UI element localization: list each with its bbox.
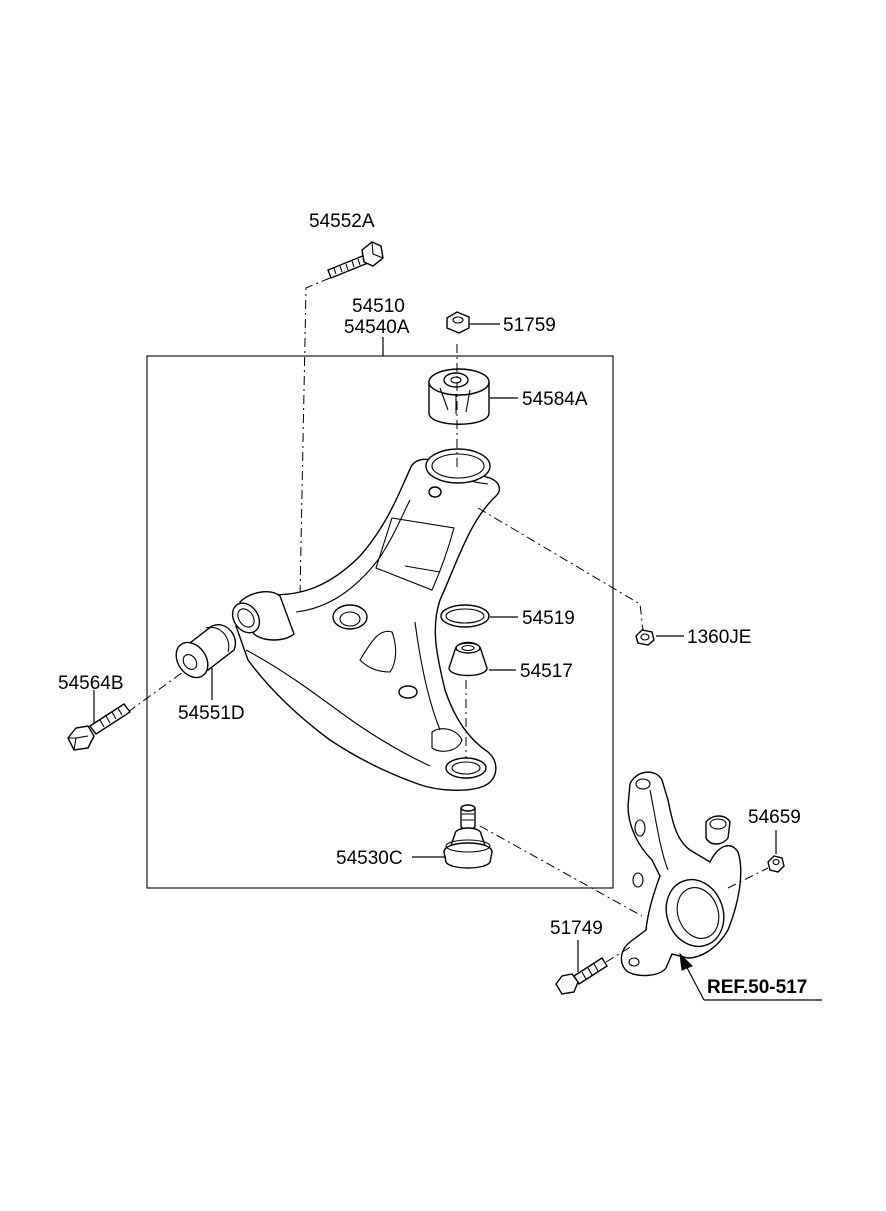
- label-51749: 51749: [550, 918, 603, 939]
- bushing-54584A: [428, 368, 490, 425]
- centerline-51749: [605, 945, 633, 963]
- nut-1360JE: [635, 629, 655, 646]
- label-ref-50-517: REF.50-517: [707, 977, 807, 998]
- label-54551D: 54551D: [178, 703, 245, 724]
- ring-54519: [440, 604, 490, 628]
- centerline-knuckle-joint: [479, 825, 643, 917]
- label-54584A: 54584A: [522, 389, 588, 410]
- label-54564B: 54564B: [58, 673, 124, 694]
- dust-boot-54517: [448, 641, 488, 677]
- label-1360JE: 1360JE: [687, 627, 751, 648]
- bolt-54552A: [327, 241, 384, 279]
- bolt-51749: [555, 957, 608, 995]
- label-54530C: 54530C: [336, 848, 403, 869]
- centerline-54552A: [299, 277, 331, 597]
- centerline-54564B: [127, 671, 184, 713]
- label-54517: 54517: [520, 661, 573, 682]
- label-54552A: 54552A: [309, 211, 375, 232]
- ref-pointer: [679, 952, 822, 1001]
- label-54519: 54519: [522, 608, 575, 629]
- label-54659: 54659: [748, 807, 801, 828]
- lower-control-arm: [231, 448, 501, 791]
- label-54540A: 54540A: [344, 317, 410, 338]
- nut-51759: [446, 311, 470, 334]
- assembly-frame: [146, 355, 614, 889]
- label-54510: 54510: [352, 296, 405, 317]
- label-51759: 51759: [503, 315, 556, 336]
- centerline-54659: [727, 867, 769, 889]
- steering-knuckle: [620, 771, 742, 977]
- nut-54659: [767, 855, 785, 873]
- ball-joint-54530C: [443, 804, 493, 869]
- bushing-54551D: [175, 624, 237, 679]
- centerline-1360JE: [477, 507, 644, 631]
- bolt-54564B: [67, 703, 132, 751]
